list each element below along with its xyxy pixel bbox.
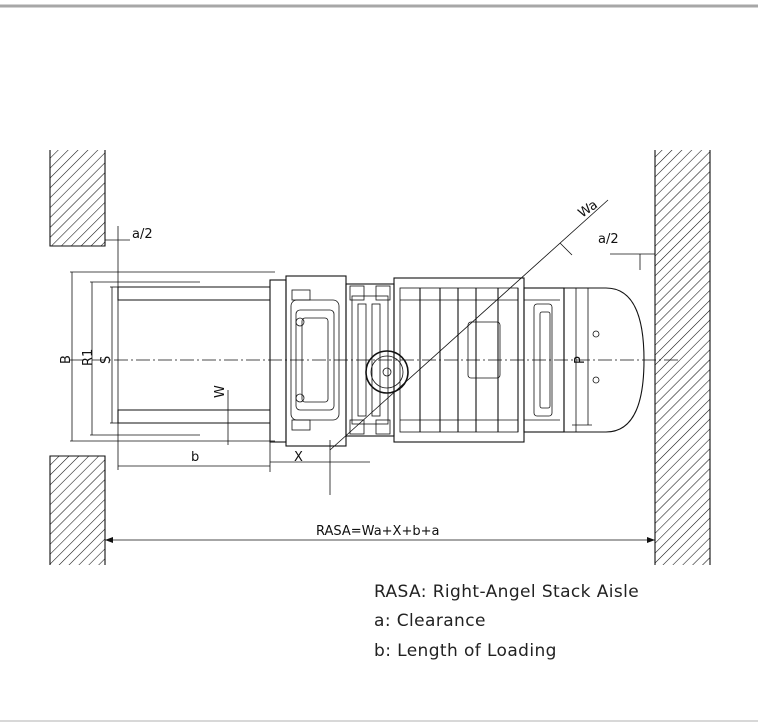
mast-section — [345, 283, 395, 437]
lower-fork — [117, 409, 270, 424]
a-half-right-label: a/2 — [598, 232, 619, 247]
p-dimension — [572, 287, 592, 426]
left-wall-upper — [49, 150, 106, 247]
truck-body — [393, 277, 565, 443]
x-label: X — [294, 450, 303, 465]
legend-rasa: RASA: Right-Angel Stack Aisle — [374, 582, 639, 602]
upper-fork — [117, 286, 270, 301]
a-half-right-dimension — [610, 253, 655, 270]
counterweight — [563, 287, 645, 433]
left-wall-lower — [49, 455, 106, 565]
wa-label: Wa — [576, 198, 601, 222]
legend-clearance: a: Clearance — [374, 611, 486, 631]
a-half-left-label: a/2 — [132, 227, 153, 242]
b-width-label: B — [59, 355, 74, 364]
a-half-left-dimension — [105, 226, 130, 470]
rasa-formula-label: RASA=Wa+X+b+a — [316, 524, 439, 539]
turning-radius-line — [329, 199, 609, 451]
rasa-dimension — [105, 537, 655, 543]
s-label: S — [99, 356, 114, 364]
right-wall — [654, 150, 711, 565]
w-dimension — [222, 390, 234, 445]
carriage — [269, 275, 347, 447]
r1-label: R1 — [81, 349, 96, 366]
b-length-label: b — [191, 450, 199, 465]
legend-length-of-loading: b: Length of Loading — [374, 641, 557, 661]
width-dimensions — [70, 271, 275, 442]
p-label: P — [573, 356, 588, 364]
length-dimensions — [118, 440, 370, 495]
w-label: W — [213, 385, 228, 398]
steering-wheel — [365, 350, 409, 394]
wa-tick — [559, 242, 573, 256]
